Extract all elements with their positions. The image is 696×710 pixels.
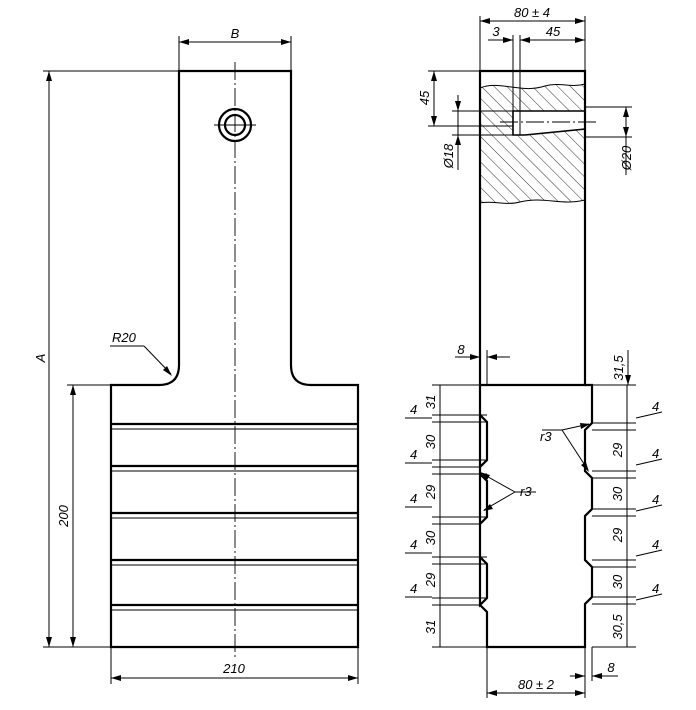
- dim-200: 200: [56, 384, 111, 647]
- left-pitch-1: 31: [423, 395, 438, 409]
- front-view: B A 200 210: [33, 26, 360, 684]
- right-depth-4: 4: [652, 537, 659, 552]
- dim-a-label: A: [33, 354, 48, 364]
- right-depth-2: 4: [652, 446, 659, 461]
- r3-label-right: r3: [540, 429, 552, 444]
- left-pitch-4: 30: [423, 530, 438, 545]
- dim-head-depth: 45: [417, 70, 513, 127]
- dim-210: 210: [110, 647, 359, 684]
- side-view: 80 ± 4 3 45 45: [405, 5, 663, 698]
- left-pitch-5: 29: [423, 573, 438, 588]
- dim-large-dia-label: Ø20: [619, 145, 634, 171]
- dim-bottom-offset-label: 8: [607, 660, 615, 675]
- front-grooves: [111, 422, 358, 611]
- left-depth-3: 4: [410, 491, 417, 506]
- dim-210-label: 210: [222, 661, 245, 676]
- left-pitch-6: 31: [423, 620, 438, 634]
- dim-bottom-offset: 8: [570, 647, 618, 681]
- right-pitch-5: 30,5: [610, 614, 625, 640]
- dim-r20-label: R20: [112, 330, 137, 345]
- dim-r20: R20: [110, 330, 172, 376]
- dim-top-width-label: 80 ± 4: [514, 5, 550, 20]
- right-pitch-2: 30: [610, 486, 625, 501]
- dim-b-label: B: [231, 26, 240, 41]
- left-depth-2: 4: [410, 447, 417, 462]
- dim-step-offset: 8: [455, 342, 510, 385]
- dim-step-height-label: 31,5: [611, 355, 626, 381]
- right-pitch-4: 30: [610, 574, 625, 589]
- dim-200-label: 200: [56, 504, 71, 527]
- left-pitch-2: 30: [423, 434, 438, 449]
- dim-step-offset-label: 8: [457, 342, 465, 357]
- dim-small-dia-label: Ø18: [441, 143, 456, 169]
- dim-small-dia: Ø18: [441, 95, 513, 170]
- dim-large-dia: Ø20: [585, 106, 634, 175]
- dim-head-depth-label: 45: [417, 90, 432, 105]
- dim-top-width: 80 ± 4: [479, 5, 586, 71]
- left-depth-1: 4: [410, 402, 417, 417]
- left-depth-5: 4: [410, 581, 417, 596]
- dim-slot: 3 45: [488, 24, 585, 135]
- dim-bottom-width: 80 ± 2: [486, 647, 586, 698]
- left-pitch-3: 29: [423, 485, 438, 500]
- left-pitch-dims: 31 30 29 30 29 31 4 4 4 4 4: [405, 384, 487, 648]
- dim-b: B: [178, 26, 292, 71]
- right-pitch-1: 29: [610, 443, 625, 458]
- dim-slot-width-label: 3: [492, 24, 500, 39]
- section-hatch: [480, 84, 585, 204]
- right-depth-1: 4: [652, 399, 659, 414]
- side-lower-outline: [478, 383, 594, 649]
- dim-bottom-width-label: 80 ± 2: [518, 677, 555, 692]
- right-depth-5: 4: [652, 581, 659, 596]
- left-depth-4: 4: [410, 537, 417, 552]
- right-depth-3: 4: [652, 492, 659, 507]
- mounting-hole: [214, 107, 256, 143]
- dim-step-height: 31,5: [592, 350, 636, 386]
- dim-groove-radius: r3 r3: [480, 423, 590, 511]
- right-pitch-dims: 29 30 29 30 30,5 4 4 4 4 4: [592, 385, 663, 648]
- dim-slot-offset-label: 45: [546, 24, 561, 39]
- r3-label-left: r3: [520, 484, 532, 499]
- right-pitch-3: 29: [610, 528, 625, 543]
- dim-a: A: [33, 70, 179, 648]
